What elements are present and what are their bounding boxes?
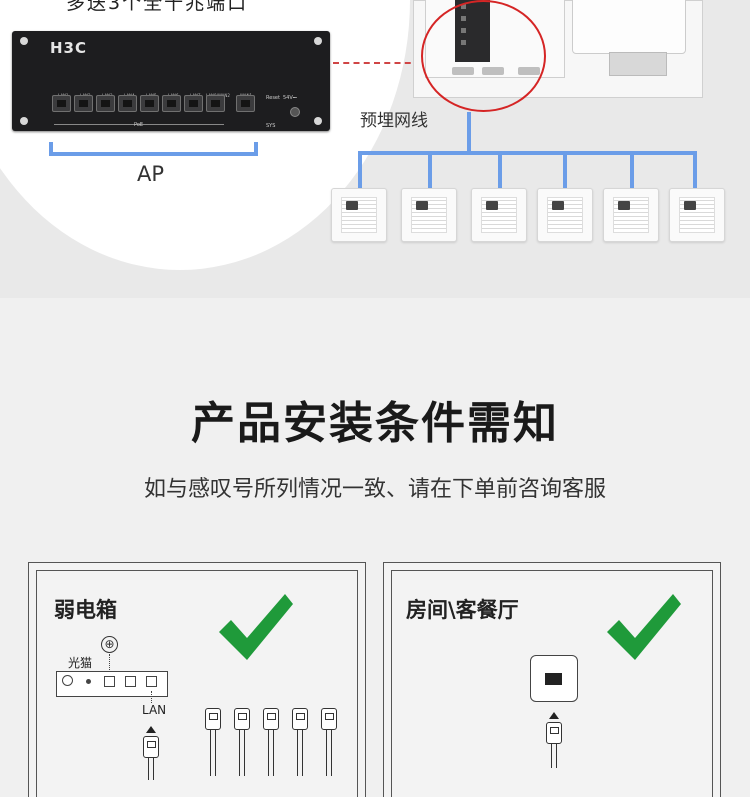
power-port-icon [62,675,73,686]
modem-port [146,676,157,687]
mount-hole [20,37,28,45]
rj45-plug-icon [234,708,250,730]
check-icon [219,594,293,660]
highlight-circle [421,0,546,112]
arrow-up-icon [549,712,559,719]
power-label: 54V⎓ [283,95,297,101]
panel-ap [537,188,593,242]
cabinet-vent [609,52,667,76]
lan-label: LAN [142,703,167,717]
poe-divider [54,124,224,125]
cable [268,730,274,776]
panel-ap [603,188,659,242]
panel-ap [669,188,725,242]
drop-wire [358,151,362,189]
ethernet-port [162,95,181,112]
drop-wire [630,151,634,189]
card-title: 房间\客餐厅 [406,598,519,622]
internet-link [109,654,110,670]
section-heading: 产品安装条件需知 [191,398,559,449]
ethernet-port [140,95,159,112]
globe-icon: ⊕ [101,636,118,653]
ethernet-port [118,95,137,112]
ethernet-port [52,95,71,112]
reset-label: Reset [266,95,280,101]
h3c-switch: H3C LAN1 LAN2 LAN3 LAN4 LAN5 LAN6 LAN7 L… [12,31,330,131]
ap-label: AP [137,162,165,186]
lan-link [151,691,152,703]
rj45-plug-icon [143,736,159,758]
cable [148,758,154,780]
arrow-up-icon [146,726,156,733]
bonus-ports-title: 多送3个全千兆端口 [66,0,249,14]
mount-hole [314,37,322,45]
drop-wire [428,151,432,189]
mount-hole [314,117,322,125]
sys-label: SYS [266,123,276,129]
modem-label: 光猫 [68,656,93,670]
cable [326,730,332,776]
ethernet-port [184,95,203,112]
wall-socket-icon [530,655,578,702]
power-jack [290,107,300,117]
cable [551,744,557,768]
ethernet-port [206,95,225,112]
trunk-wire [467,112,471,154]
cable [210,730,216,776]
drop-wire [693,151,697,189]
section-subtitle: 如与感叹号所列情况一致、请在下单前咨询客服 [143,477,606,502]
connector-dashed-line [333,62,421,64]
rj45-plug-icon [205,708,221,730]
ethernet-port [96,95,115,112]
reset-hole-icon [86,679,91,684]
card-title: 弱电箱 [54,598,117,622]
drop-wire [563,151,567,189]
prewire-label: 预埋网线 [360,111,428,131]
brand-logo: H3C [50,39,87,57]
modem-port [125,676,136,687]
optical-modem-box [572,0,686,54]
ap-bracket [49,142,258,156]
panel-ap [471,188,527,242]
rj45-plug-icon [321,708,337,730]
ethernet-port [74,95,93,112]
rj45-plug-icon [292,708,308,730]
poe-label: PoE [134,122,144,128]
check-icon [607,594,681,660]
mount-hole [20,117,28,125]
drop-wire [498,151,502,189]
panel-ap [331,188,387,242]
rj45-plug-icon [263,708,279,730]
wiring-illustration: 多送3个全千兆端口 H3C LAN1 LAN2 LAN3 LAN4 LAN5 L… [0,0,750,298]
lan-ports [52,95,225,112]
panel-ap [401,188,457,242]
cable [239,730,245,776]
modem-port [104,676,115,687]
distribution-wire [358,151,697,155]
rj45-plug-icon [546,722,562,744]
wan-port [236,95,255,112]
cable [297,730,303,776]
